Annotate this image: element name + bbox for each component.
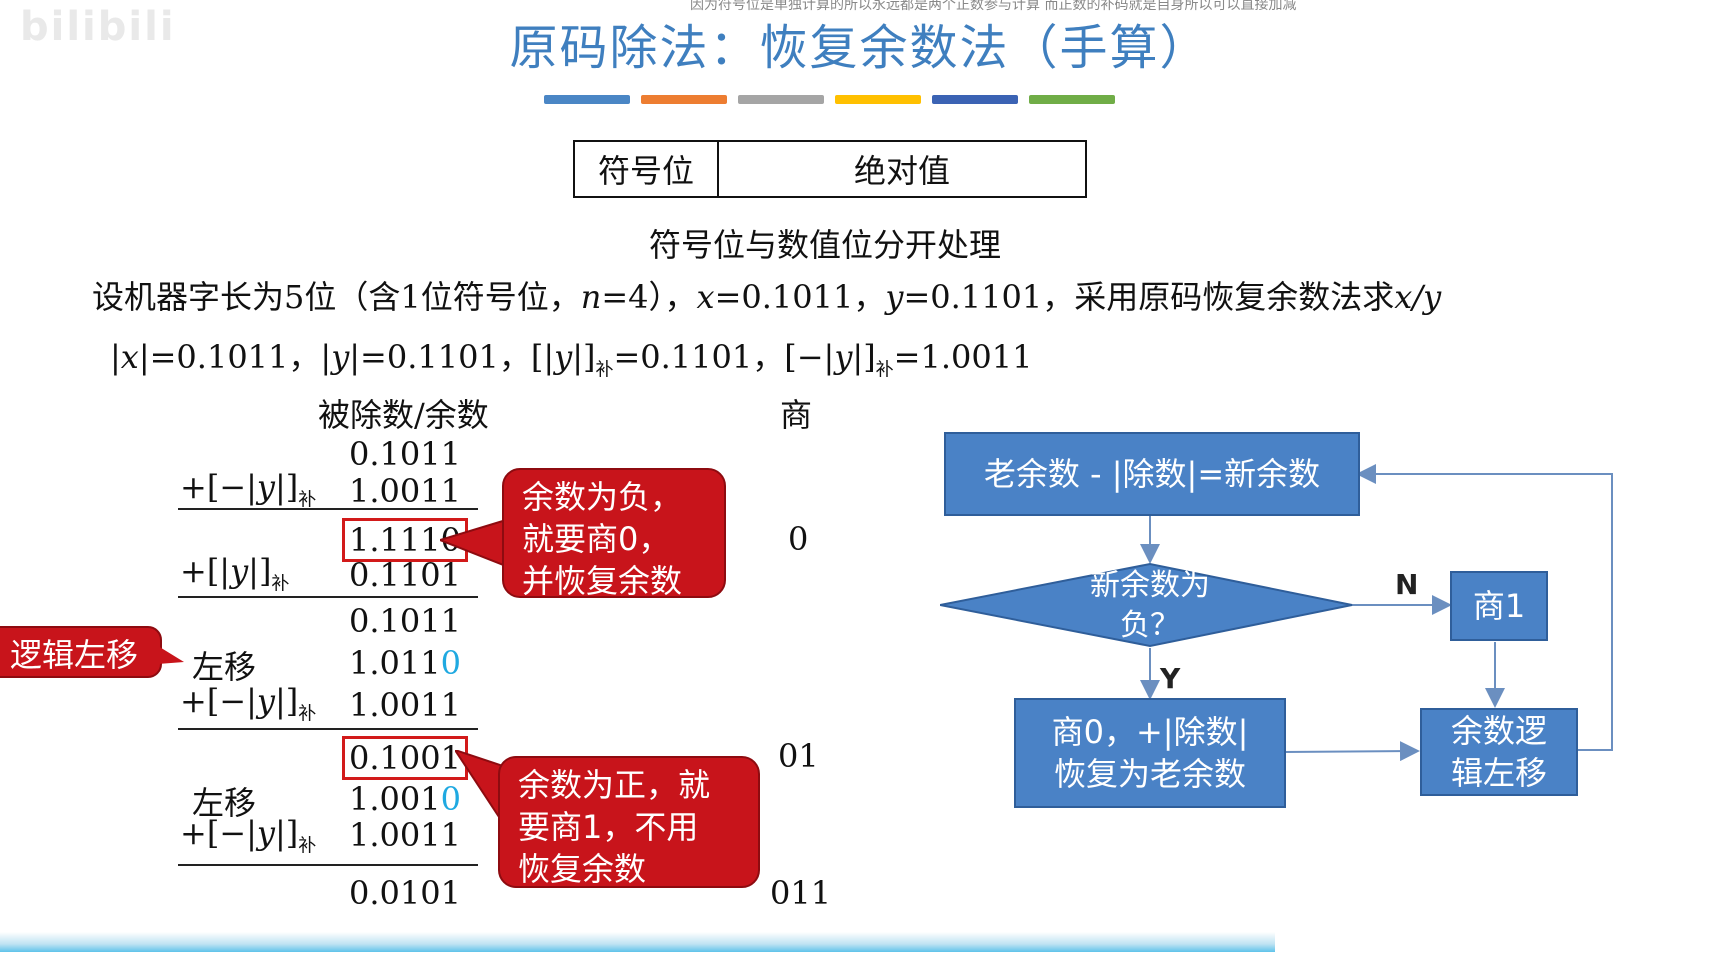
add-y-comp-label: +[|y|]补 bbox=[180, 552, 290, 595]
logic-shift-callout: 逻辑左移 bbox=[0, 626, 162, 678]
quotient-heading: 商 bbox=[780, 396, 813, 434]
add-neg-y-comp-label: +[−|y|]补 bbox=[180, 468, 317, 511]
sum-line bbox=[178, 864, 478, 866]
yes-branch-label: Y bbox=[1160, 662, 1181, 695]
y-comp-row: 0.1101 bbox=[349, 556, 461, 594]
title-color-bar bbox=[1029, 95, 1115, 104]
quotient-one-step: 商1 bbox=[1450, 571, 1548, 641]
video-progress-band bbox=[0, 932, 1275, 952]
sign-separate-caption: 符号位与数值位分开处理 bbox=[648, 226, 1001, 264]
neg-y-comp-row: 1.0011 bbox=[349, 472, 461, 510]
title-color-bar bbox=[738, 95, 824, 104]
shifted-remainder-row: 1.0010 bbox=[349, 780, 461, 818]
shift-left-label: 左移 bbox=[192, 648, 257, 686]
operand-values: |x|=0.1011，|y|=0.1101，[|y|]补=0.1101，[−|y… bbox=[110, 338, 1033, 381]
problem-statement: 设机器字长为5位（含1位符号位，n=4），x=0.1011，y=0.1101，采… bbox=[92, 278, 1442, 316]
sum-line bbox=[178, 508, 478, 510]
dividend-remainder-heading: 被除数/余数 bbox=[318, 396, 489, 434]
title-color-bar bbox=[835, 95, 921, 104]
title-color-bar bbox=[544, 95, 630, 104]
negative-remainder-callout: 余数为负， 就要商0， 并恢复余数 bbox=[502, 468, 726, 600]
flowchart-connectors bbox=[940, 464, 1613, 762]
title-color-bar bbox=[932, 95, 1018, 104]
sum-line bbox=[178, 596, 478, 598]
neg-y-comp-row: 1.0011 bbox=[349, 816, 461, 854]
logic-shift-step: 余数逻 辑左移 bbox=[1420, 708, 1578, 796]
shifted-remainder-row: 1.0110 bbox=[349, 644, 461, 682]
add-neg-y-comp-label: +[−|y|]补 bbox=[180, 814, 317, 857]
positive-remainder-row: 0.1001 bbox=[342, 736, 468, 780]
quotient-value: 0 bbox=[788, 520, 809, 558]
positive-remainder-callout: 余数为正，就 要商1，不用 恢复余数 bbox=[498, 756, 760, 888]
subtract-divisor-step: 老余数 - |除数|=新余数 bbox=[944, 432, 1360, 516]
quotient-zero-restore-step: 商0，+|除数| 恢复为老余数 bbox=[1014, 698, 1286, 808]
quotient-value: 01 bbox=[778, 737, 819, 775]
page-title: 原码除法：恢复余数法（手算） bbox=[509, 20, 1210, 76]
sign-magnitude-box: 符号位 绝对值 bbox=[573, 140, 1087, 198]
add-neg-y-comp-label: +[−|y|]补 bbox=[180, 682, 317, 725]
dividend-row: 0.1011 bbox=[349, 435, 461, 473]
sum-line bbox=[178, 728, 478, 730]
absolute-value-cell: 绝对值 bbox=[853, 152, 950, 190]
quotient-value: 011 bbox=[770, 874, 832, 912]
decision-text: 新余数为 负？ bbox=[1090, 568, 1210, 643]
shift-left-label: 左移 bbox=[192, 784, 257, 822]
watermark-logo: bilibili bbox=[20, 4, 176, 50]
no-branch-label: N bbox=[1395, 568, 1419, 601]
decision-diamond bbox=[940, 562, 1353, 648]
title-color-bar bbox=[641, 95, 727, 104]
restored-remainder-row: 0.1011 bbox=[349, 602, 461, 640]
top-subtitle-text: 因为符号位是单独计算的所以永远都是两个正数参与计算 而正数的补码就是自身所以可以… bbox=[690, 0, 1297, 13]
sign-bit-cell: 符号位 bbox=[575, 142, 719, 196]
neg-y-comp-row: 1.0011 bbox=[349, 686, 461, 724]
callout-pointer bbox=[158, 646, 184, 664]
final-remainder-row: 0.0101 bbox=[349, 874, 461, 912]
